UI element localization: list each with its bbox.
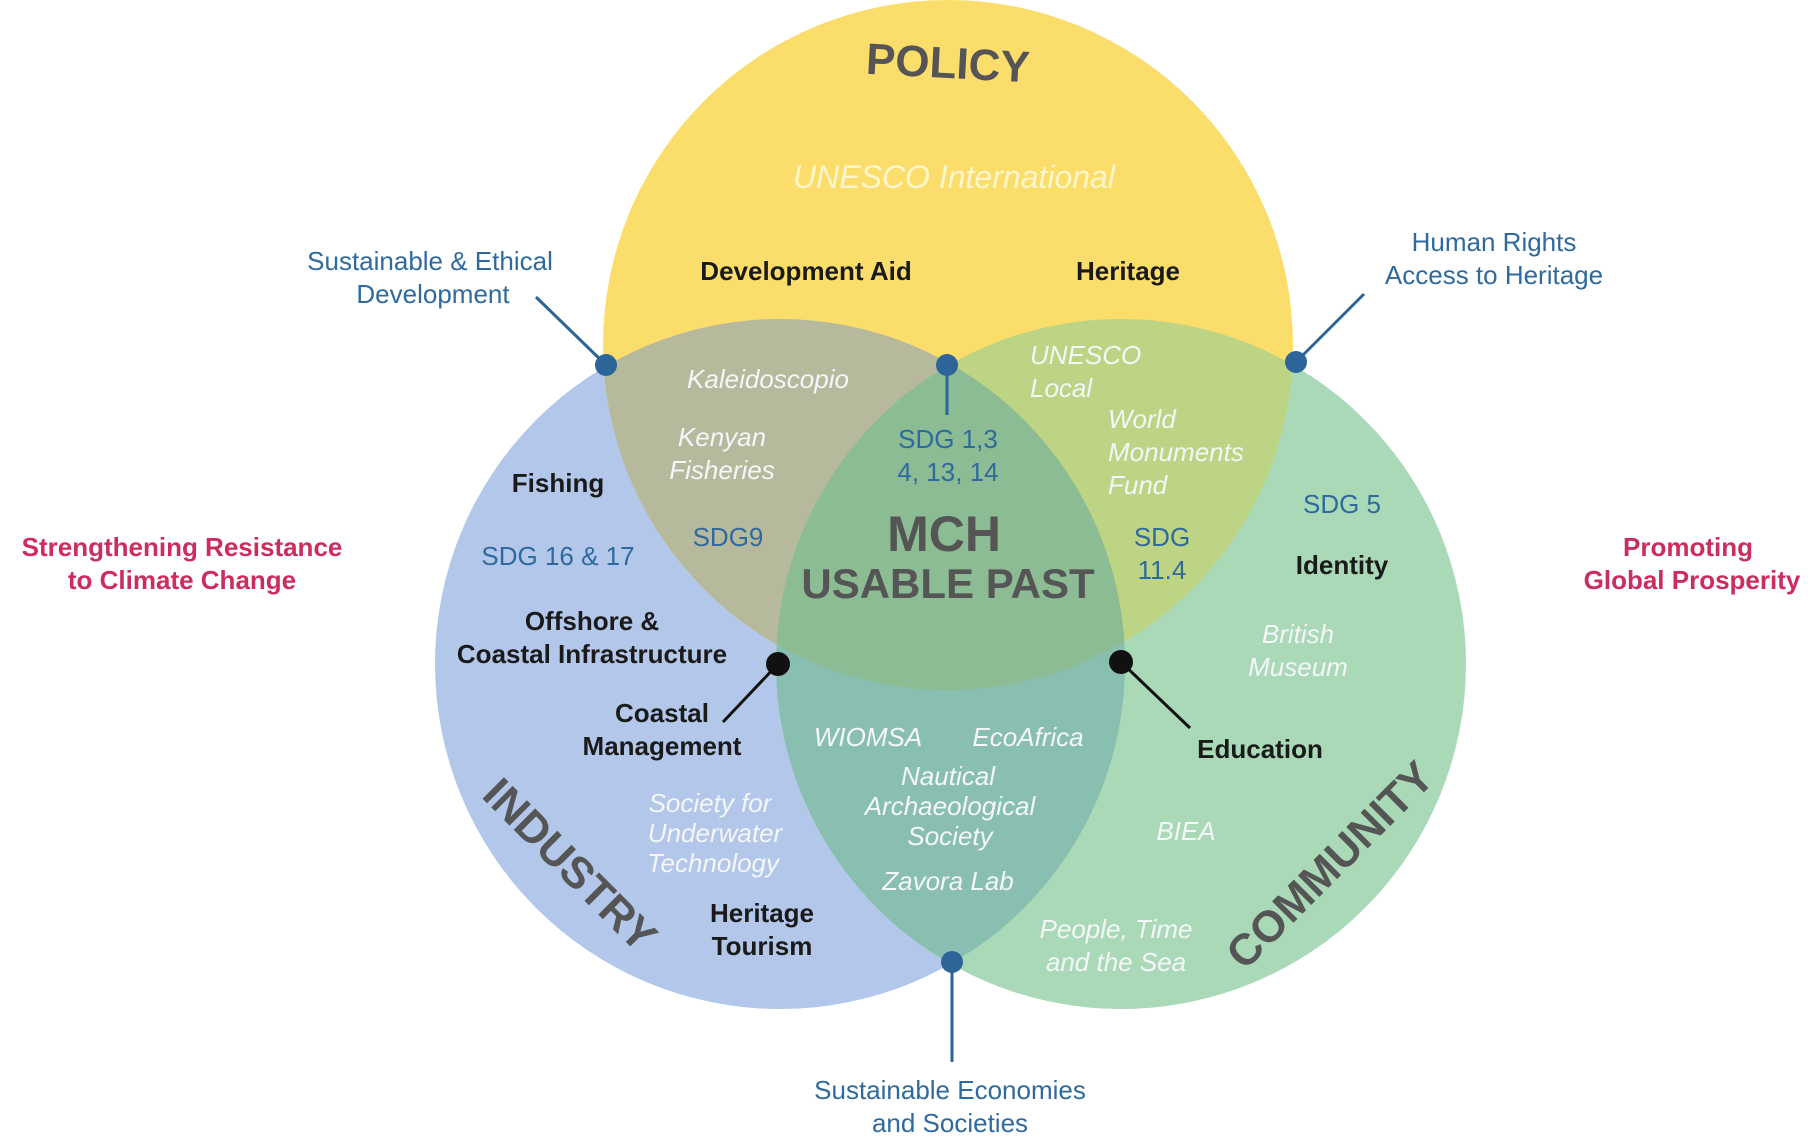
sdg9-label: SDG9: [693, 522, 764, 552]
society-label-1: Society for: [649, 788, 773, 818]
heritage-tourism-label-2: Tourism: [712, 931, 813, 961]
kenyan-fisheries-label-1: Kenyan: [678, 422, 766, 452]
connector-line-human-rights: [1294, 292, 1366, 364]
community-sdg-label: SDG 5: [1303, 489, 1381, 519]
policy-heading: POLICY: [865, 35, 1031, 93]
coastal-management-label-1: Coastal: [615, 698, 709, 728]
coastal-management-label-2: Management: [583, 731, 742, 761]
center-title-mch: MCH: [887, 506, 1001, 562]
wiomsa-label: WIOMSA: [814, 722, 922, 752]
society-label-3: Technology: [647, 848, 781, 878]
sustainable-ethical-label-2: Development: [356, 279, 510, 309]
unesco-local-label-2: Local: [1030, 373, 1093, 403]
british-museum-label-1: British: [1262, 619, 1334, 649]
industry-sdg-label: SDG 16 & 17: [481, 541, 634, 571]
offshore-label-2: Coastal Infrastructure: [457, 639, 727, 669]
sustainable-ethical-label-1: Sustainable & Ethical: [307, 246, 553, 276]
people-time-sea-label-2: and the Sea: [1046, 947, 1186, 977]
sdg-11-4-label-2: 11.4: [1138, 555, 1187, 585]
fishing-label: Fishing: [512, 468, 604, 498]
wmf-label-3: Fund: [1108, 470, 1169, 500]
ecoafrica-label: EcoAfrica: [972, 722, 1083, 752]
center-sdg-label-2: 4, 13, 14: [897, 457, 998, 487]
nautical-label-1: Nautical: [901, 761, 996, 791]
connector-line-coastal-management: [721, 662, 780, 724]
development-aid-label: Development Aid: [700, 256, 911, 286]
biea-label: BIEA: [1156, 816, 1215, 846]
nautical-label-3: Society: [907, 821, 994, 851]
education-label: Education: [1197, 734, 1323, 764]
nautical-label-2: Archaeological: [863, 791, 1037, 821]
identity-label: Identity: [1296, 550, 1389, 580]
heritage-tourism-label-1: Heritage: [710, 898, 814, 928]
people-time-sea-label-1: People, Time: [1040, 914, 1193, 944]
sustainable-econ-label-1: Sustainable Economies: [814, 1075, 1086, 1105]
connector-dot-education: [1109, 650, 1133, 674]
sdg-11-4-label-1: SDG: [1134, 522, 1190, 552]
british-museum-label-2: Museum: [1248, 652, 1348, 682]
wmf-label-2: Monuments: [1108, 437, 1244, 467]
black-connectors: [721, 650, 1192, 730]
connector-line-sustainable-ethical: [534, 295, 608, 367]
kenyan-fisheries-label-2: Fisheries: [669, 455, 774, 485]
zavora-label: Zavora Lab: [881, 866, 1014, 896]
global-prosperity-label-2: Global Prosperity: [1584, 565, 1801, 595]
blue-connectors: [534, 292, 1366, 1062]
society-label-2: Underwater: [648, 818, 784, 848]
wmf-label-1: World: [1108, 404, 1177, 434]
human-rights-label-2: Access to Heritage: [1385, 260, 1603, 290]
unesco-international-label: UNESCO International: [793, 159, 1116, 195]
center-title-usable-past: USABLE PAST: [801, 560, 1095, 607]
kaleidoscopio-label: Kaleidoscopio: [687, 364, 849, 394]
connector-dot-coastal-management: [766, 652, 790, 676]
connector-dot-sustainable-ethical: [595, 354, 617, 376]
connector-dot-human-rights: [1285, 351, 1307, 373]
heritage-label: Heritage: [1076, 256, 1180, 286]
center-sdg-label-1: SDG 1,3: [898, 424, 998, 454]
offshore-label-1: Offshore &: [525, 606, 659, 636]
climate-change-label-1: Strengthening Resistance: [22, 532, 343, 562]
connector-dot-sustainable-econ: [941, 951, 963, 973]
connector-line-education: [1119, 660, 1192, 730]
unesco-local-label-1: UNESCO: [1030, 340, 1141, 370]
global-prosperity-label-1: Promoting: [1623, 532, 1753, 562]
sustainable-econ-label-2: and Societies: [872, 1108, 1028, 1138]
human-rights-label-1: Human Rights: [1412, 227, 1577, 257]
connector-dot-center-top: [936, 354, 958, 376]
climate-change-label-2: to Climate Change: [68, 565, 296, 595]
